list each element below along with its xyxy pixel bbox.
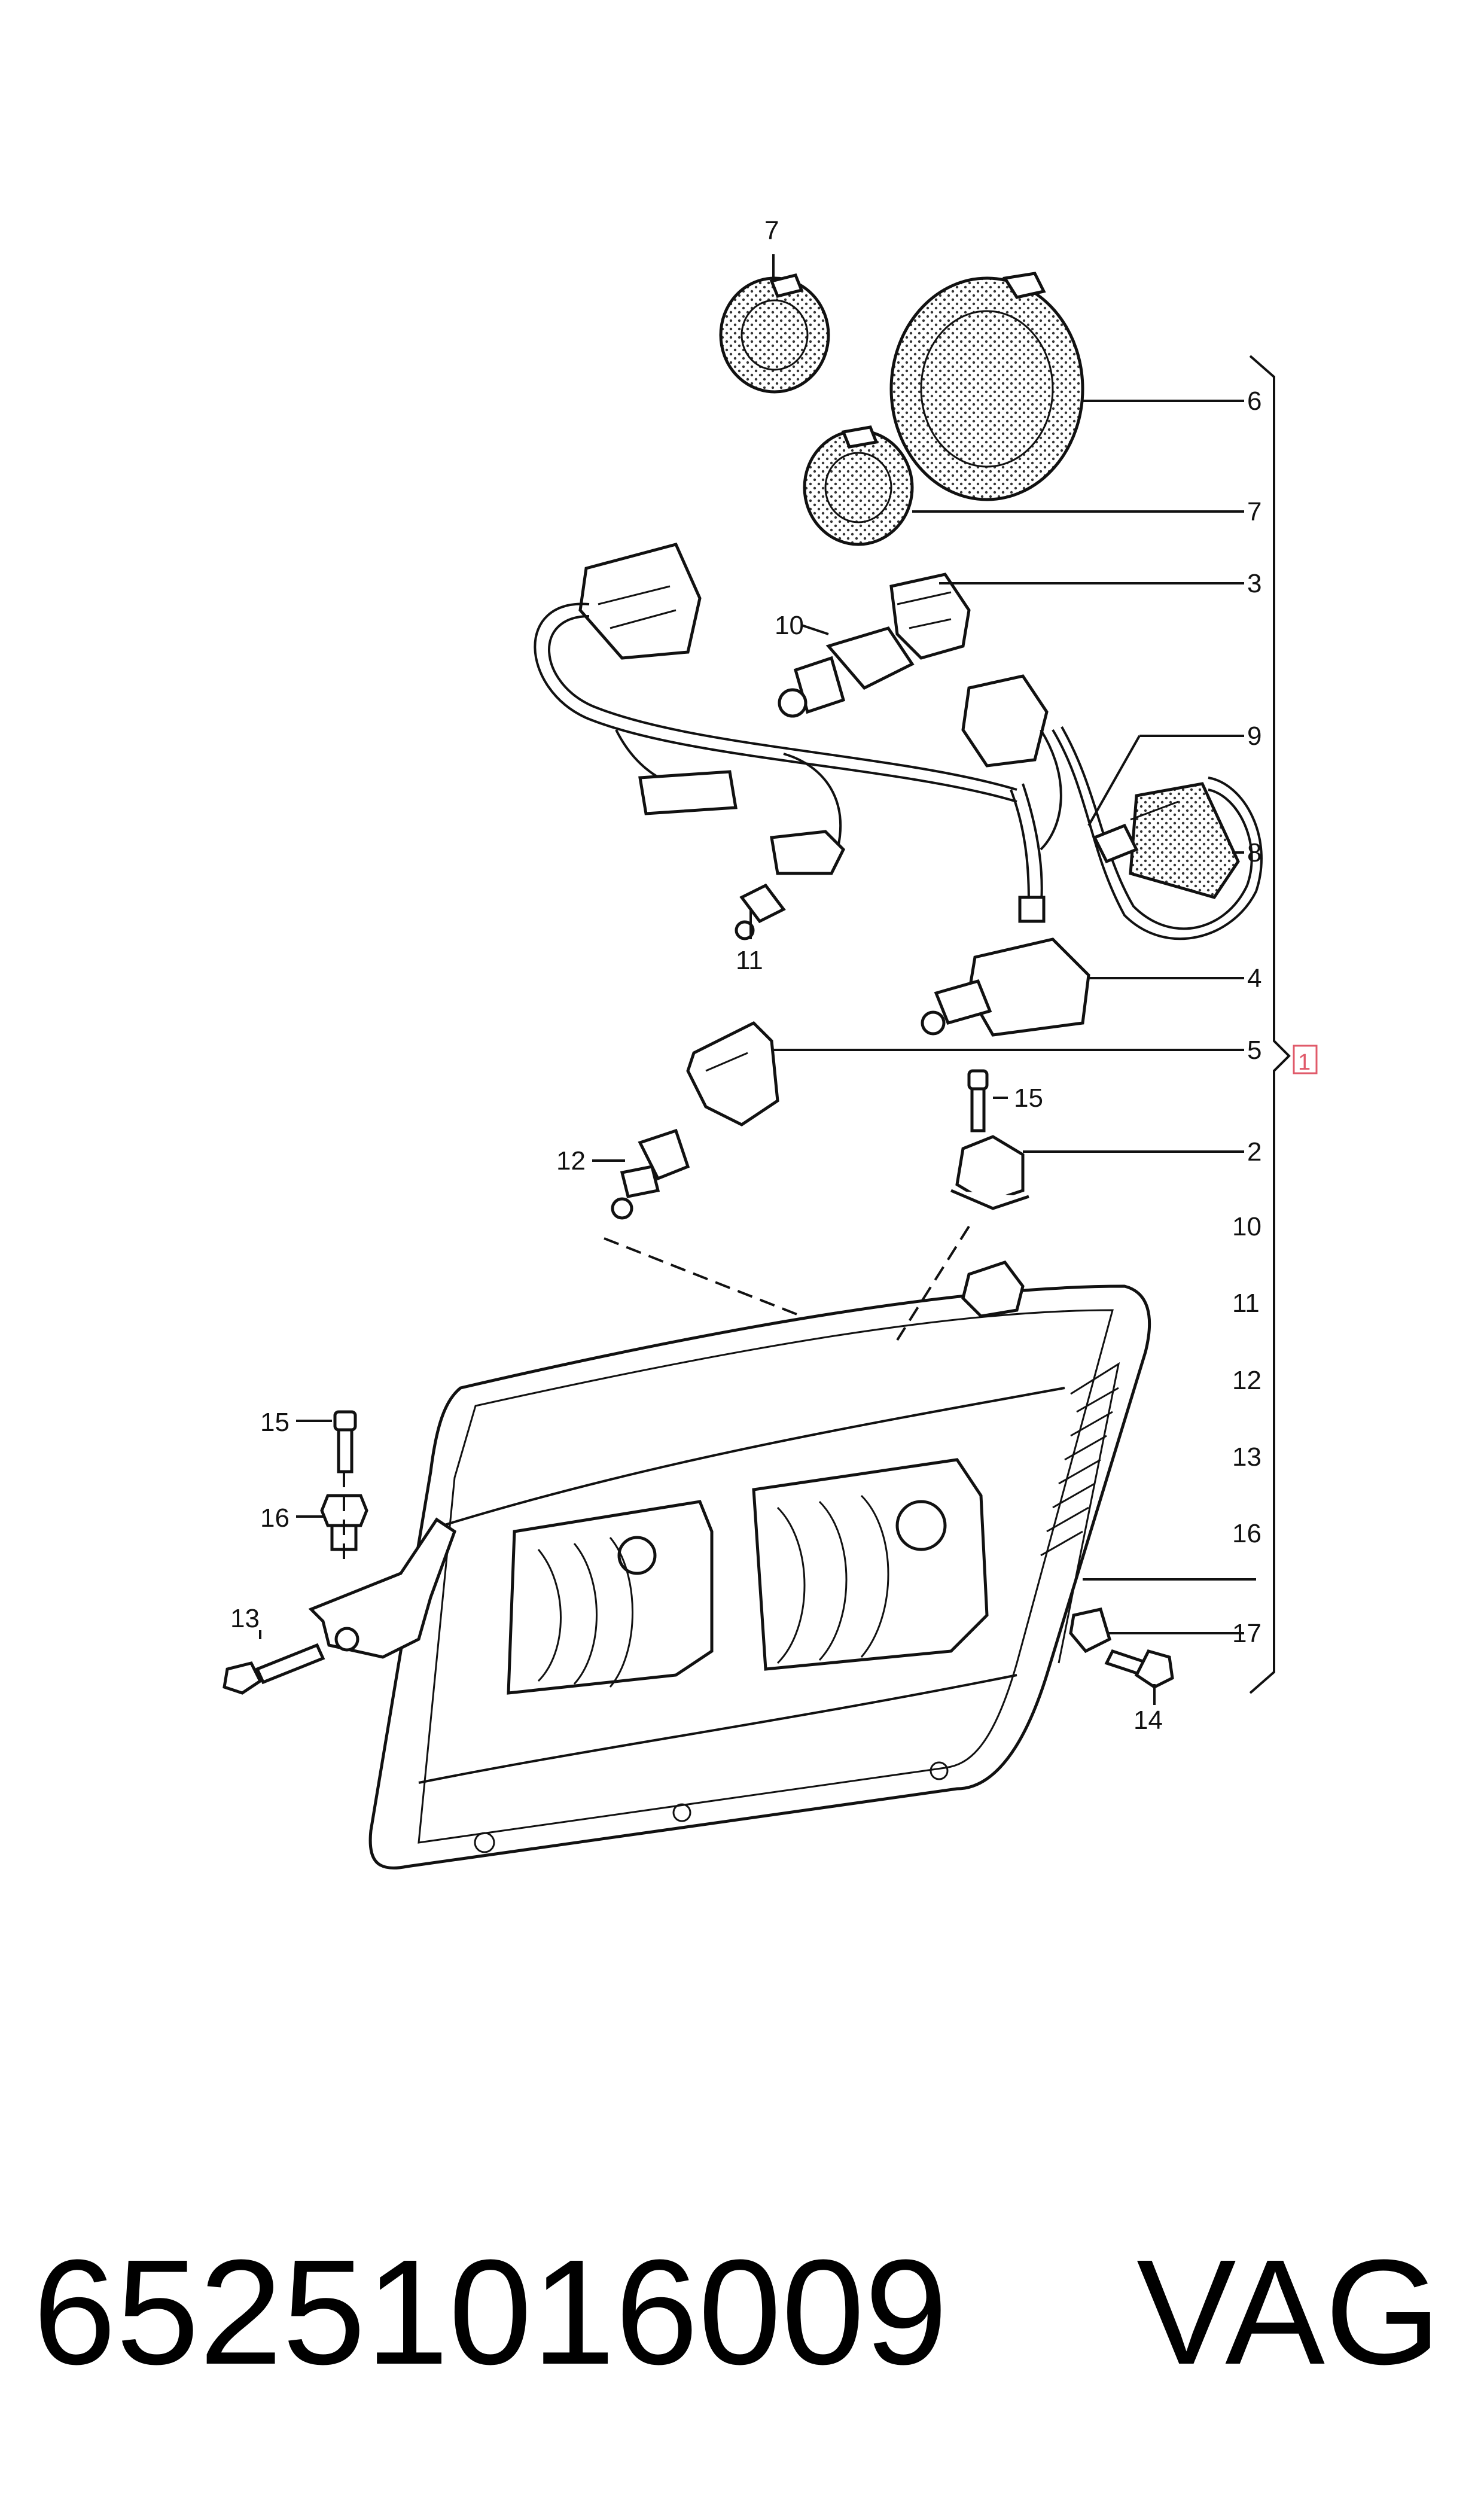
callout-10-left: 10 [775, 611, 804, 640]
callout-6: 6 [1247, 386, 1261, 416]
callout-11-list: 11 [1232, 1289, 1260, 1318]
part-number: 65251016009 [33, 2228, 948, 2395]
callout-10-list: 10 [1232, 1212, 1261, 1241]
callout-2: 2 [1247, 1137, 1261, 1167]
callout-14: 14 [1133, 1706, 1163, 1735]
callout-17: 17 [1232, 1619, 1261, 1648]
side-bulb-9 [1092, 800, 1179, 864]
bracket-5 [686, 1021, 779, 1126]
assembly-highlight-box [1293, 1045, 1318, 1074]
callout-12-left: 12 [556, 1146, 586, 1176]
small-bulb-11 [735, 883, 786, 940]
small-cap-top [719, 273, 830, 394]
callout-12-list: 12 [1232, 1366, 1261, 1395]
leader-lines [259, 254, 1256, 1705]
callout-15-left: 15 [260, 1408, 290, 1437]
callout-5: 5 [1247, 1036, 1261, 1065]
brand-name: VAG [1136, 2228, 1442, 2395]
large-cap [889, 272, 1084, 501]
callout-1: 1 [1298, 1050, 1311, 1075]
callout-13-list: 13 [1232, 1442, 1261, 1472]
screw-15-left [333, 1410, 357, 1473]
callout-16-left: 16 [260, 1503, 290, 1533]
callout-9: 9 [1247, 721, 1261, 751]
bolt-13 [223, 1643, 325, 1695]
clip-17 [1069, 1607, 1111, 1654]
wiring-harness [534, 543, 1263, 940]
headlight-housing [308, 1260, 1151, 1870]
dash-line-left [604, 1237, 802, 1317]
callout-16-list: 16 [1232, 1519, 1261, 1548]
leveling-motor-4 [921, 937, 1090, 1037]
h7-bulb-10 [778, 626, 915, 718]
callout-8: 8 [1247, 838, 1261, 867]
callout-4: 4 [1247, 964, 1261, 993]
callout-7-top: 7 [764, 216, 779, 245]
callout-7-right: 7 [1247, 497, 1261, 526]
callout-11-left: 11 [736, 946, 763, 975]
bulb-holder-3 [889, 573, 971, 660]
small-cap-middle [803, 425, 914, 546]
callout-3: 3 [1247, 569, 1261, 598]
clip-2 [950, 1135, 1029, 1210]
assembly-bracket [1249, 355, 1291, 1694]
bulb-socket-12 [611, 1128, 690, 1220]
callout-13-left: 13 [230, 1604, 260, 1633]
callout-15-top: 15 [1014, 1083, 1043, 1113]
bolt-14 [1104, 1649, 1174, 1689]
screw-15-top [967, 1069, 989, 1132]
